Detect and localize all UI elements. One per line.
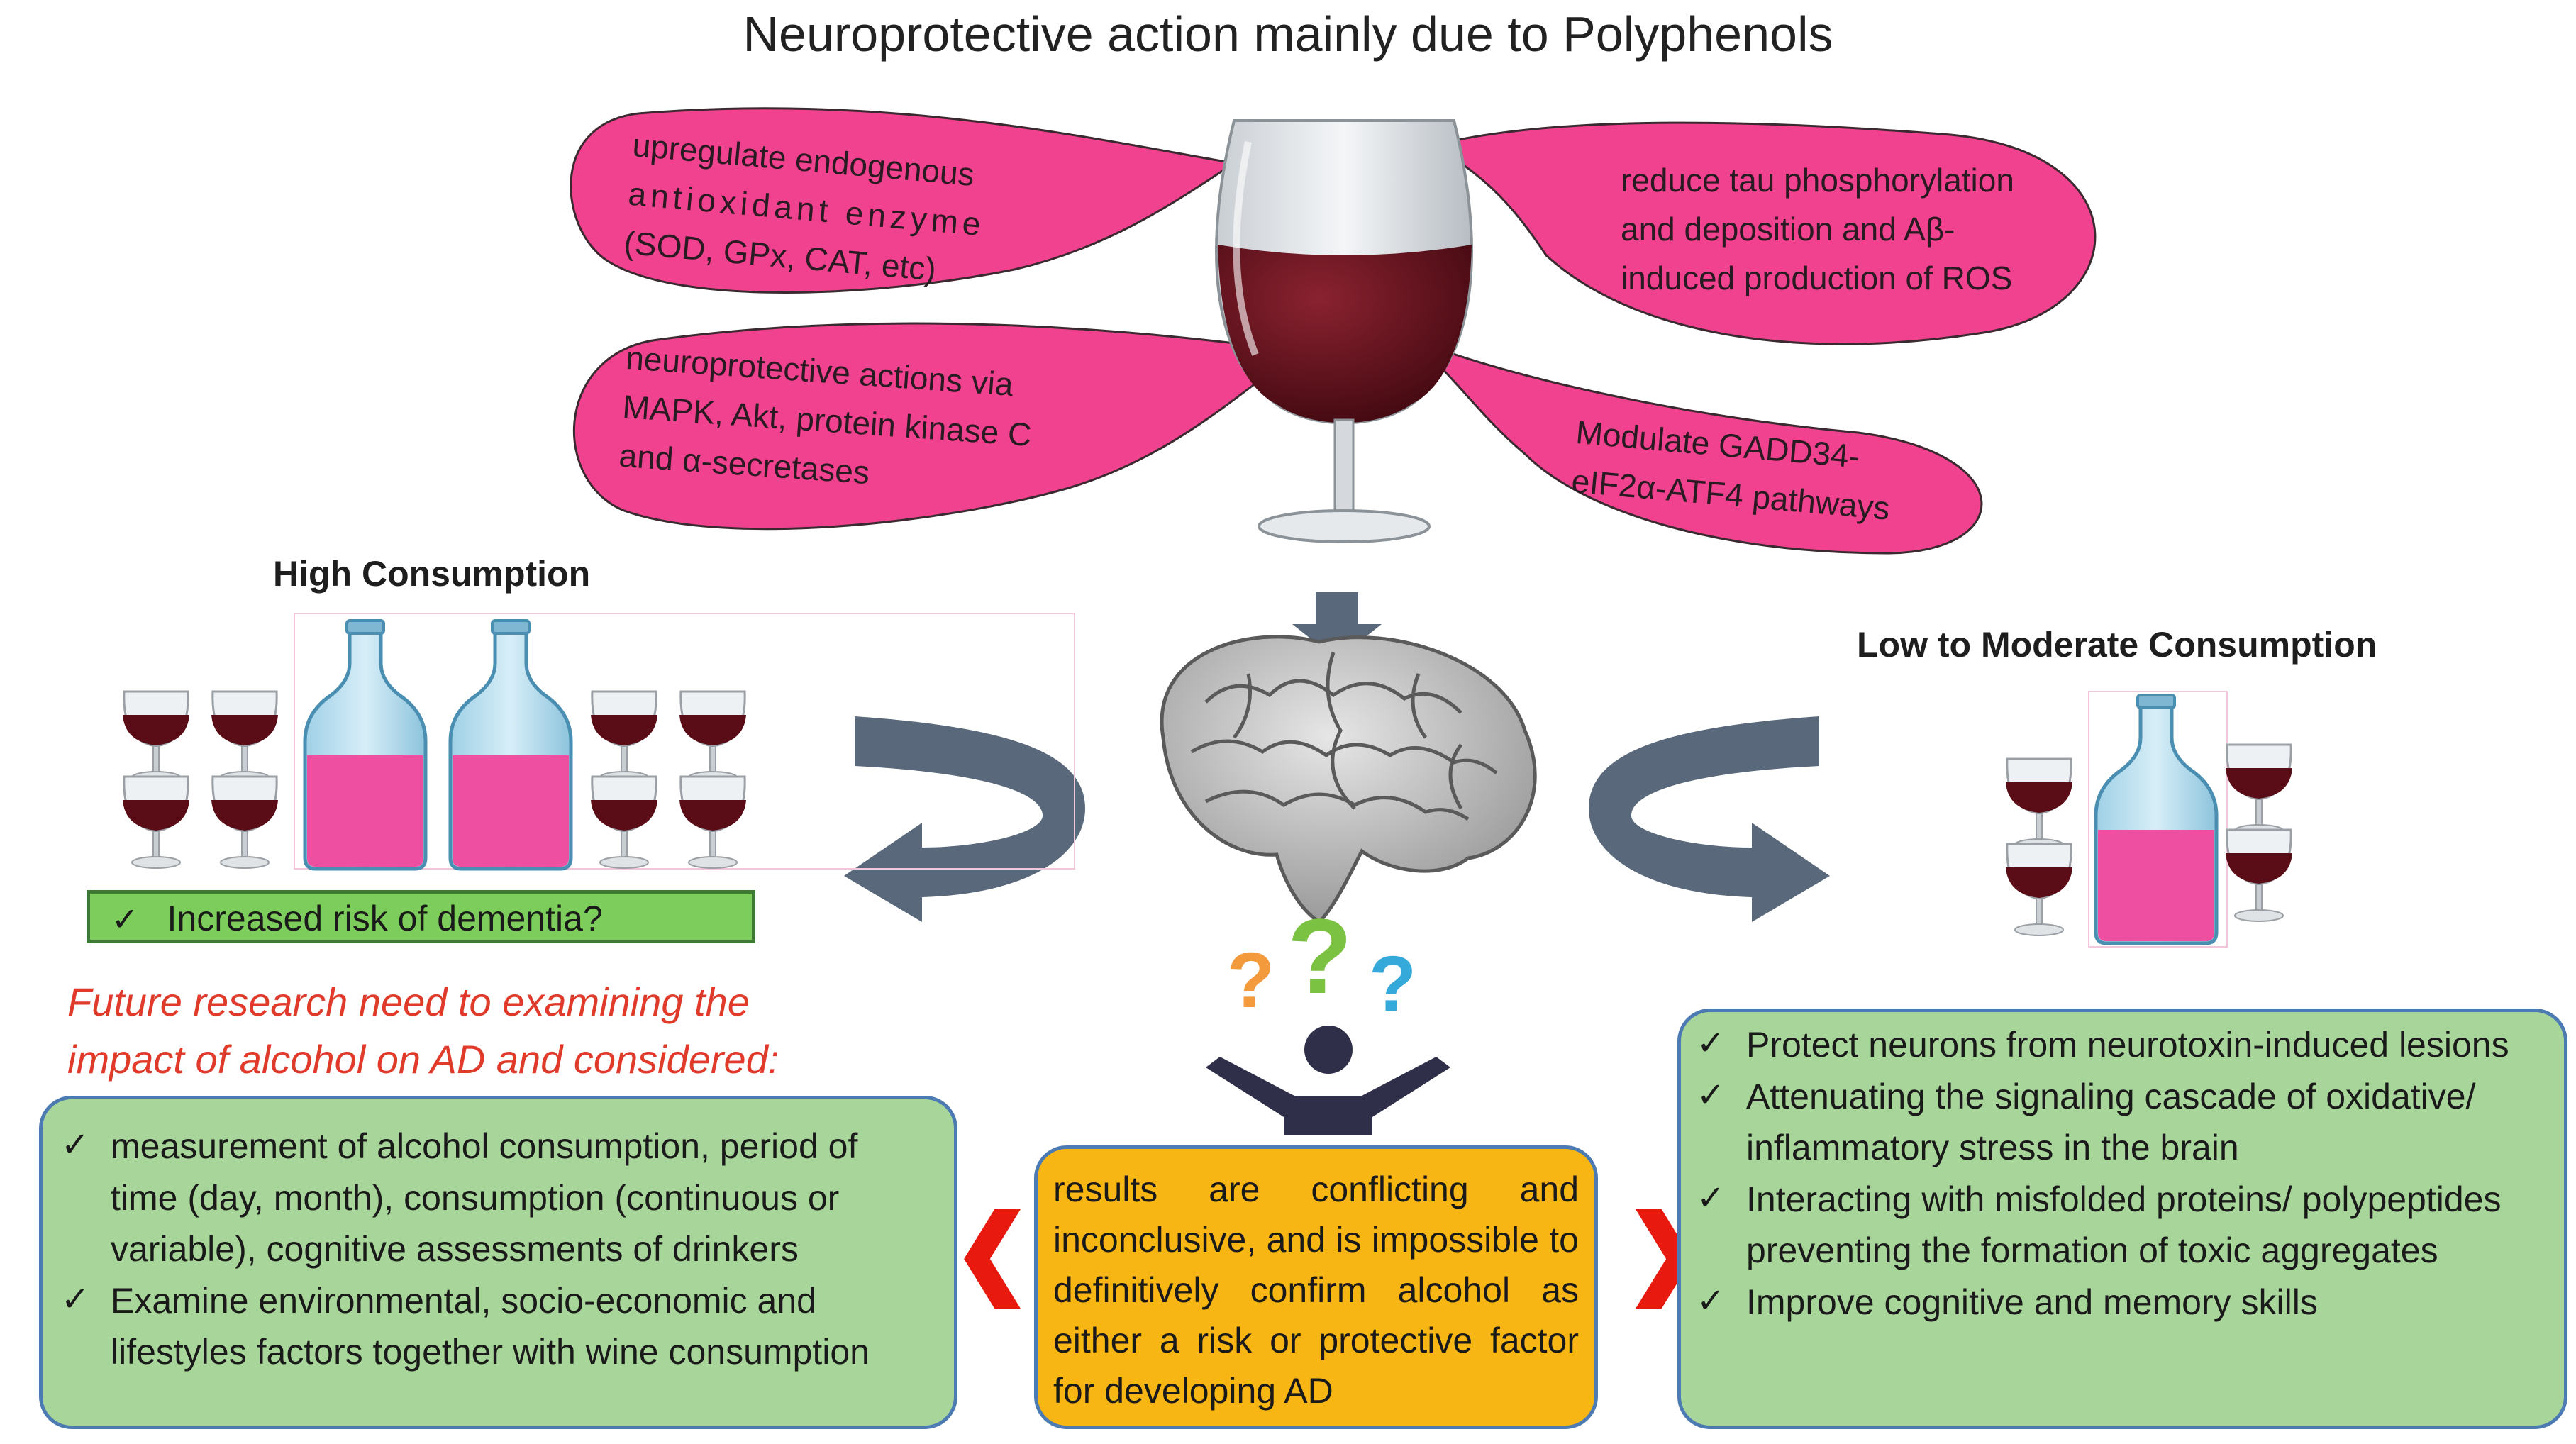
future-research-heading-line: Future research need to examining the <box>67 979 750 1024</box>
low-consumption-label: Low to Moderate Consumption <box>1857 625 2377 665</box>
future-research-list: measurement of alcohol consumption, peri… <box>57 1121 933 1378</box>
wine-glass-icon <box>1215 119 1473 543</box>
svg-text:?: ? <box>1369 940 1416 1028</box>
dementia-risk-text: Increased risk of dementia? <box>167 899 603 938</box>
check-icon: ✓ <box>111 901 139 938</box>
down-arrow-icon <box>1292 592 1382 660</box>
bubble-tau-line: reduce tau phosphorylation <box>1621 162 2014 199</box>
bubble-tau-line: and deposition and Aβ- <box>1621 211 1955 248</box>
page-title: Neuroprotective action mainly due to Pol… <box>743 6 1833 62</box>
future-research-heading-line: impact of alcohol on AD and considered: <box>67 1037 779 1082</box>
brain-icon <box>1160 635 1537 925</box>
list-item: Attenuating the signaling cascade of oxi… <box>1692 1071 2554 1174</box>
list-item: measurement of alcohol consumption, peri… <box>57 1121 933 1275</box>
high-consumption-label: High Consumption <box>273 554 591 594</box>
benefits-box: Protect neurons from neurotoxin-induced … <box>1677 1009 2567 1429</box>
bubble-gadd34-shape <box>1411 338 1983 555</box>
right-curved-arrow-icon <box>1589 716 1830 922</box>
svg-text:?: ? <box>1227 937 1275 1024</box>
list-item: Protect neurons from neurotoxin-induced … <box>1692 1019 2554 1071</box>
low-consumption-drinks <box>2004 691 2294 948</box>
future-research-heading: Future research need to examining the im… <box>67 973 918 1088</box>
bubble-tau: reduce tau phosphorylation and depositio… <box>1621 156 2131 303</box>
left-curved-arrow-icon <box>844 716 1085 922</box>
left-chevron-icon <box>964 1209 1021 1309</box>
list-item: Examine environmental, socio-economic an… <box>57 1275 933 1378</box>
conclusion-box: results are conflicting and inconclusive… <box>1034 1145 1598 1429</box>
conclusion-text: results are conflicting and inconclusive… <box>1053 1170 1579 1411</box>
bubble-tau-shape <box>1429 121 2097 345</box>
svg-text:?: ? <box>1287 896 1353 1016</box>
bubble-mapk-shape <box>572 322 1301 531</box>
dementia-risk-box: ✓ Increased risk of dementia? <box>87 890 755 943</box>
bubble-upregulate-shape <box>570 107 1237 294</box>
confused-person-icon: ? ? ? <box>1206 896 1450 1135</box>
list-item: Interacting with misfolded proteins/ pol… <box>1692 1174 2554 1277</box>
list-item: Improve cognitive and memory skills <box>1692 1277 2554 1328</box>
benefits-list: Protect neurons from neurotoxin-induced … <box>1692 1019 2554 1328</box>
bubble-tau-line: induced production of ROS <box>1621 260 2013 296</box>
high-consumption-drinks <box>121 613 1075 869</box>
future-research-box: measurement of alcohol consumption, peri… <box>39 1096 957 1429</box>
dementia-risk-row: ✓ Increased risk of dementia? <box>111 898 603 939</box>
